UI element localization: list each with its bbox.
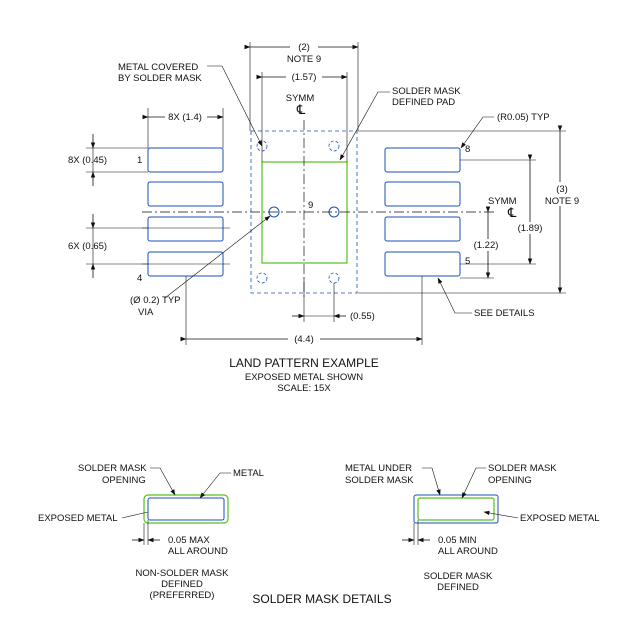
nsmd-metal: METAL [233,468,264,479]
pad-7 [384,181,461,207]
pin-9-label: 9 [308,200,313,211]
metal-pad [147,497,225,521]
pad-6 [384,216,461,242]
pin-1-label: 1 [137,155,142,166]
smd-metal-under-1: METAL UNDER [345,463,412,474]
pad-2 [147,181,224,207]
label-via-2: VIA [138,307,154,318]
smd-dim-2: ALL AROUND [438,546,498,557]
label-via-1: (Ø 0.2) TYP [130,295,181,306]
dim-top-note: NOTE 9 [287,54,321,65]
nsmd-opening-2: OPENING [102,475,146,486]
land-pattern-scale: SCALE: 15X [277,383,331,394]
pad-5 [384,251,461,277]
symm-right-label: SYMM [488,196,517,207]
nsmd-dim-1: 0.05 MAX [168,535,210,546]
smd-caption-1: SOLDER MASK [424,571,493,582]
pin-5-label: 5 [465,256,470,267]
smd-caption-2: DEFINED [437,582,479,593]
detail-nsmd: SOLDER MASK OPENING METAL EXPOSED METAL … [38,463,264,601]
detail-smd: METAL UNDER SOLDER MASK SOLDER MASK OPEN… [345,463,600,593]
smd-dim-1: 0.05 MIN [438,535,477,546]
solder-mask-details-title: SOLDER MASK DETAILS [252,592,391,606]
centerline-icon: ℄ [296,102,306,117]
solder-mask-opening [417,497,495,521]
smd-metal-under-2: SOLDER MASK [345,475,414,486]
label-smd-pad-1: SOLDER MASK [392,86,461,97]
label-see-details: SEE DETAILS [474,308,535,319]
label-smd-pad-2: DEFINED PAD [392,97,455,108]
label-metal-covered-2: BY SOLDER MASK [118,73,202,84]
dim-pad-height: 8X (0.45) [68,155,107,166]
symm-top-label: SYMM [286,93,315,104]
nsmd-opening-1: SOLDER MASK [78,463,147,474]
nsmd-caption-1: NON-SOLDER MASK [136,568,230,579]
pad-1 [147,147,224,173]
dim-right-outer: (3) [556,184,568,195]
dim-top-outer: (2) [298,42,310,53]
dim-overall: (4.4) [294,334,314,345]
nsmd-dim-2: ALL AROUND [168,546,228,557]
label-radius: (R0.05) TYP [497,112,550,123]
smd-exposed: EXPOSED METAL [520,513,600,524]
pad-3 [147,216,224,242]
dim-top-inner: (1.57) [292,72,317,83]
thermal-pad [261,161,348,264]
dim-right-half: (1.22) [474,240,499,251]
centerline-icon: ℄ [507,205,517,220]
label-metal-covered-1: METAL COVERED [118,62,198,73]
pad-8 [384,147,461,173]
pin-4-label: 4 [137,273,142,284]
via-icon [256,272,268,284]
via-icon [328,140,340,152]
land-pattern-subtitle: EXPOSED METAL SHOWN [245,372,363,383]
smd-opening-1: SOLDER MASK [488,463,557,474]
land-pattern-title: LAND PATTERN EXAMPLE [229,356,379,370]
nsmd-caption-2: DEFINED [161,579,203,590]
nsmd-exposed: EXPOSED METAL [38,513,118,524]
nsmd-caption-3: (PREFERRED) [150,590,215,601]
dim-right-note: NOTE 9 [545,196,579,207]
dim-bottom-small: (0.55) [350,311,375,322]
smd-opening-2: OPENING [488,475,532,486]
solder-mask-opening-outline [143,494,229,524]
pin-8-label: 8 [465,144,470,155]
dim-pad-width: 8X (1.4) [168,112,202,123]
dim-pitch: 6X (0.65) [68,241,107,252]
via-icon [328,272,340,284]
metal-under-mask-outline [413,494,499,524]
dim-right-inner: (1.89) [518,223,543,234]
